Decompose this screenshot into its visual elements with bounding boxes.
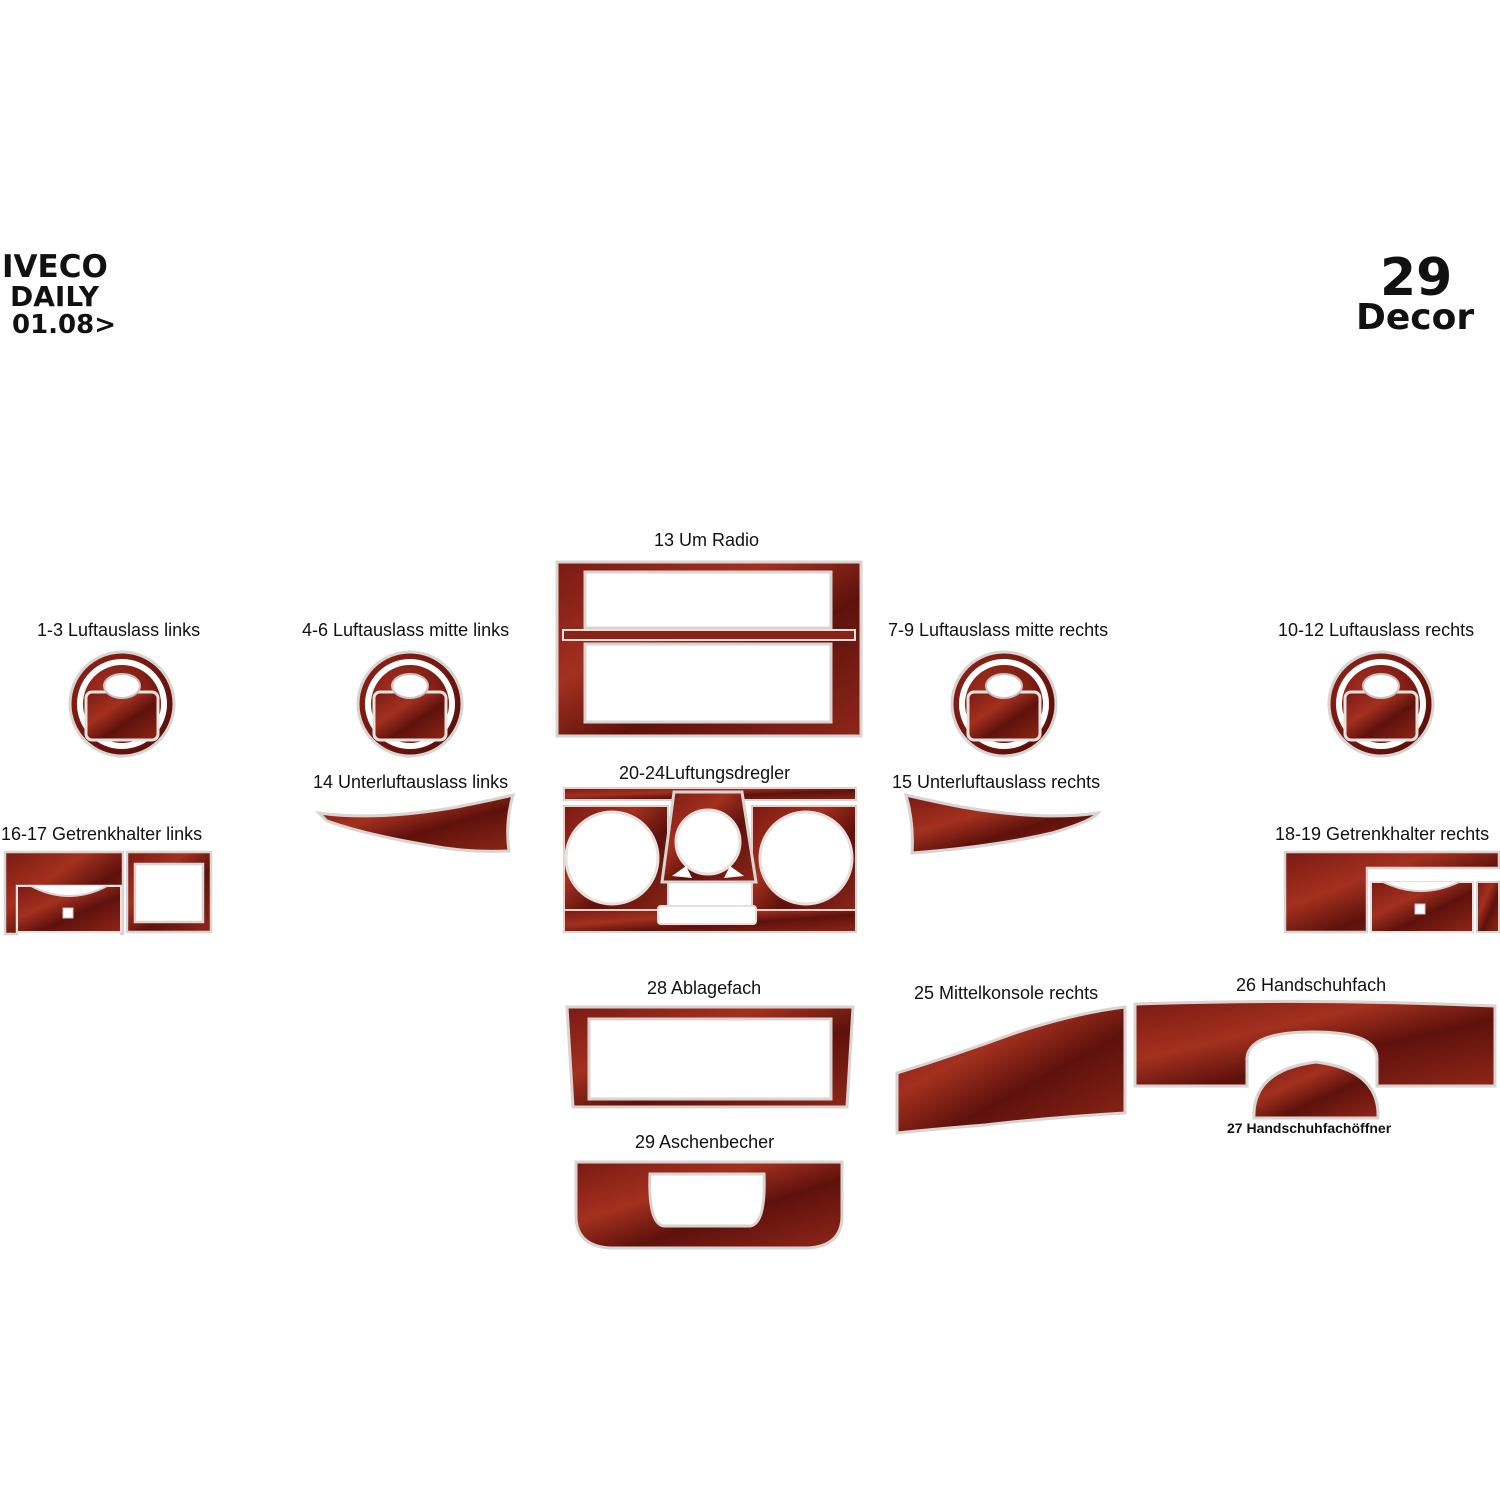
- label-unterluftauslass-rechts: 15 Unterluftauslass rechts: [892, 772, 1101, 792]
- radio-frame-part: [555, 560, 863, 738]
- climate-control-part: [562, 786, 858, 936]
- label-luftauslass-mitte-links: 4-6 Luftauslass mitte links: [302, 620, 510, 640]
- label-getrenkhalter-links: 16-17 Getrenkhalter links: [1, 824, 203, 844]
- parts-count-label: Decor: [1356, 297, 1475, 338]
- under-vent-right-part: [902, 792, 1102, 857]
- label-luftungsdregler: 20-24Luftungsdregler: [619, 763, 791, 783]
- label-luftauslass-mitte-rechts: 7-9 Luftauslass mitte rechts: [888, 620, 1109, 640]
- label-handschuhfachoeffner: 27 Handschuhfachöffner: [1227, 1120, 1392, 1136]
- brand-title: IVECO: [2, 249, 108, 285]
- label-aschenbecher: 29 Aschenbecher: [635, 1132, 775, 1152]
- label-handschuhfach: 26 Handschuhfach: [1236, 975, 1387, 995]
- cupholder-left-part: [3, 848, 213, 936]
- vent-mitte-rechts-part: [948, 648, 1060, 760]
- storage-tray-part: [565, 1005, 855, 1111]
- label-getrenkhalter-rechts: 18-19 Getrenkhalter rechts: [1275, 824, 1490, 844]
- parts-count: 29: [1380, 248, 1453, 308]
- label-mittelkonsole-rechts: 25 Mittelkonsole rechts: [914, 983, 1099, 1003]
- vent-rechts-part: [1325, 648, 1437, 760]
- cupholder-right-part: [1283, 848, 1500, 934]
- glovebox-part: [1133, 998, 1497, 1090]
- label-luftauslass-rechts: 10-12 Luftauslass rechts: [1278, 620, 1475, 640]
- label-unterluftauslass-links: 14 Unterluftauslass links: [313, 772, 509, 792]
- model-title: DAILY: [10, 280, 100, 313]
- model-year: 01.08>: [12, 310, 117, 340]
- label-um-radio: 13 Um Radio: [654, 530, 760, 550]
- vent-links-part: [66, 648, 178, 760]
- center-console-right-part: [895, 1005, 1130, 1135]
- label-ablagefach: 28 Ablagefach: [647, 978, 762, 998]
- label-luftauslass-links: 1-3 Luftauslass links: [37, 620, 201, 640]
- vent-mitte-links-part: [354, 648, 466, 760]
- ashtray-part: [574, 1160, 844, 1250]
- under-vent-left-part: [314, 792, 517, 857]
- glovebox-opener-part: [1250, 1058, 1382, 1120]
